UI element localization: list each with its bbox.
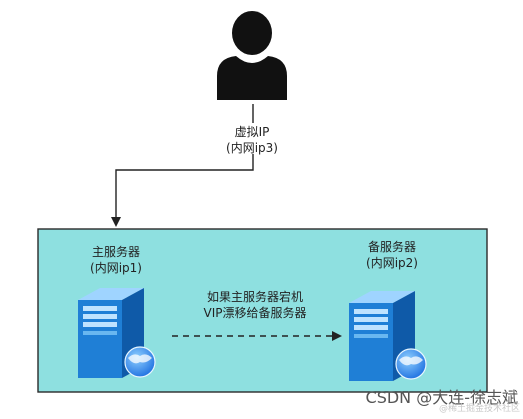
- user-connector: [111, 104, 254, 227]
- user-label: 虚拟IP: [234, 125, 270, 139]
- user-sublabel: (内网ip3): [226, 141, 278, 155]
- user-icon: [217, 11, 287, 100]
- watermark: CSDN @大连-徐志斌: [365, 388, 518, 407]
- primary-server-label: 主服务器: [91, 245, 140, 259]
- backup-server-sublabel: (内网ip2): [366, 256, 418, 270]
- failover-text-line2: VIP漂移给备服务器: [203, 306, 307, 320]
- backup-server-label: 备服务器: [367, 240, 416, 254]
- failover-text-line1: 如果主服务器宕机: [206, 290, 303, 304]
- primary-server-icon: [78, 288, 156, 378]
- backup-server-icon: [349, 291, 427, 381]
- primary-server-sublabel: (内网ip1): [90, 261, 142, 275]
- watermark-sub: @稀土掘金技术社区: [438, 404, 520, 414]
